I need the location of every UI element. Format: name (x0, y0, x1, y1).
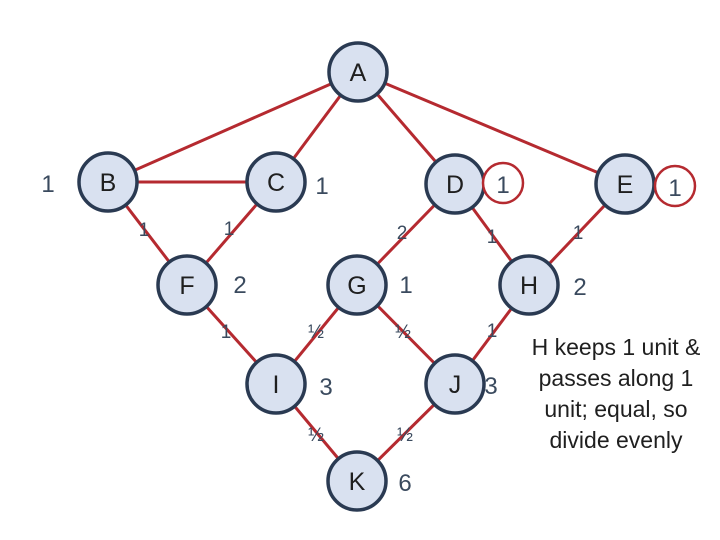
note-line-2: passes along 1 (538, 365, 694, 391)
node-label: H (520, 272, 538, 300)
node-circle (156, 254, 218, 316)
node-value-ring-d (481, 161, 525, 205)
node-label: F (179, 272, 194, 300)
node-b: B (77, 151, 139, 213)
edge-a-e (357, 70, 626, 186)
edge-a-b (107, 70, 359, 184)
node-value-k: 6 (398, 470, 411, 497)
node-circle (245, 151, 307, 213)
edge-value-g-j: ½ (395, 322, 411, 343)
node-label: B (100, 169, 117, 197)
node-a: A (327, 41, 389, 103)
node-label: D (446, 171, 464, 199)
node-label: K (349, 468, 366, 496)
node-value-b: 1 (41, 171, 54, 198)
node-f: F (156, 254, 218, 316)
node-value-j: 3 (484, 373, 497, 400)
node-circle (498, 254, 560, 316)
node-circle (327, 41, 389, 103)
edge-value-h-j: 1 (487, 321, 498, 342)
node-c: C (245, 151, 307, 213)
node-circle (424, 353, 486, 415)
node-value-d: 1 (496, 172, 509, 199)
edge-value-b-f: 1 (139, 220, 150, 241)
note-line-4: divide evenly (549, 427, 683, 453)
node-value-c: 1 (315, 173, 328, 200)
node-label: E (617, 171, 634, 199)
edge-value-c-f: 1 (224, 219, 235, 240)
node-label: I (273, 371, 280, 399)
explanation-note: H keeps 1 unit & passes along 1 unit; eq… (516, 332, 716, 456)
node-g: G (326, 254, 388, 316)
node-label: G (347, 272, 366, 300)
node-value-h: 2 (573, 274, 586, 301)
node-label: A (350, 59, 367, 87)
edge-value-e-h: 1 (573, 223, 584, 244)
labels-layer: 1 1 1 1 2 1 2 3 3 6 1 1 2 1 1 1 ½ ½ 1 ½ ½ (41, 161, 697, 497)
edge-value-d-h: 1 (487, 227, 498, 248)
node-h: H (498, 254, 560, 316)
edge-value-f-i: 1 (221, 322, 232, 343)
node-k: K (326, 450, 388, 512)
node-circle (326, 254, 388, 316)
node-value-g: 1 (399, 272, 412, 299)
note-line-3: unit; equal, so (544, 396, 688, 422)
node-j: J (424, 353, 486, 415)
node-d: D (424, 153, 486, 215)
edge-value-j-k: ½ (397, 425, 413, 446)
node-label: J (449, 371, 462, 399)
node-e: E (594, 153, 656, 215)
node-value-f: 2 (233, 272, 246, 299)
node-label: C (267, 169, 285, 197)
node-value-e: 1 (668, 175, 681, 202)
edge-value-i-k: ½ (308, 425, 324, 446)
edge-value-d-g: 2 (397, 223, 408, 244)
note-line-1: H keeps 1 unit & (531, 334, 701, 360)
node-i: I (245, 353, 307, 415)
node-circle (326, 450, 388, 512)
node-circle (77, 151, 139, 213)
node-value-ring-e (653, 164, 697, 208)
node-circle (245, 353, 307, 415)
edge-value-g-i: ½ (308, 322, 324, 343)
node-value-i: 3 (319, 374, 332, 401)
nodes-layer: A B C D E F G H I J K (77, 41, 656, 512)
